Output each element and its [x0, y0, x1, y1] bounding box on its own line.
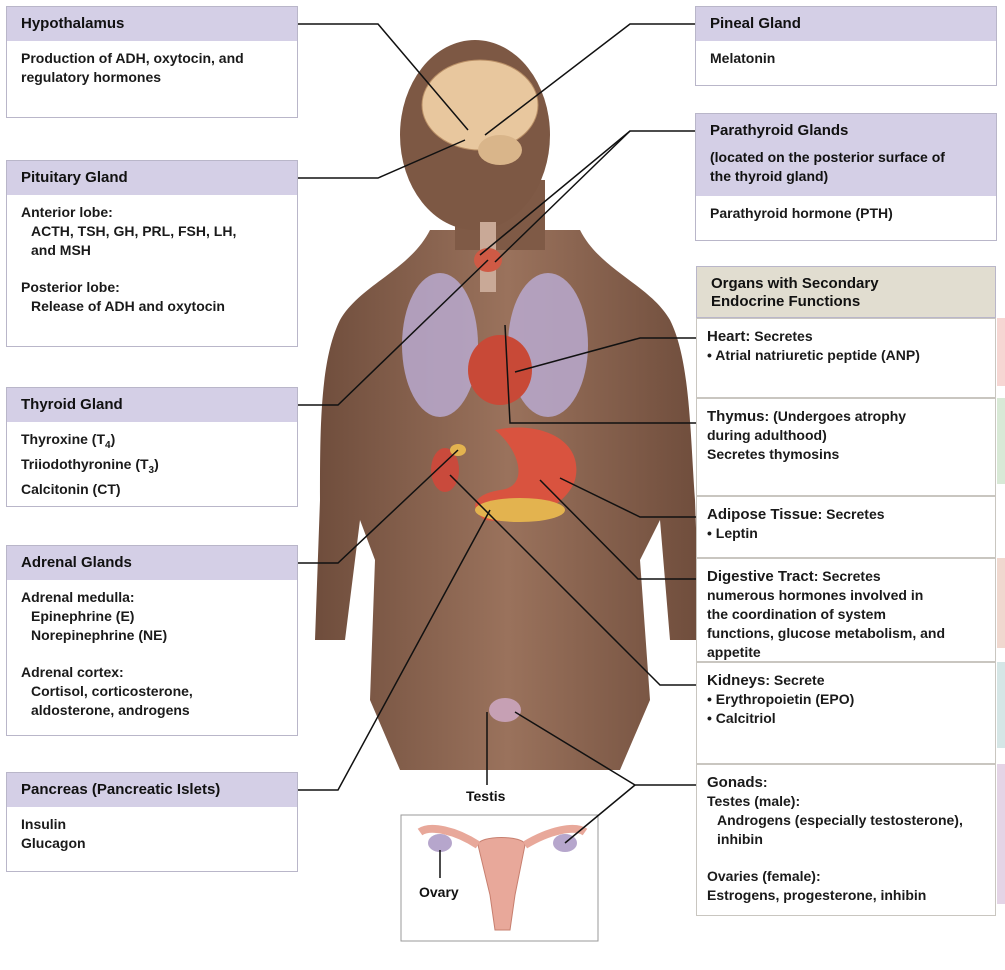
pancreas-line-1: Insulin [21, 816, 67, 832]
testis-label: Testis [466, 788, 506, 804]
hypothalamus-line-2: regulatory hormones [21, 69, 162, 85]
pituitary-posterior-label: Posterior lobe: [21, 279, 120, 295]
secondary-heart: Heart: Secretes • Atrial natriuretic pep… [696, 318, 996, 398]
secondary-kidneys: Kidneys: Secrete • Erythropoietin (EPO) … [696, 662, 996, 764]
pituitary-anterior-line-2: and MSH [31, 242, 91, 258]
parathyroid-box: Parathyroid Glands (located on the poste… [695, 113, 997, 241]
leader-thyroid [298, 259, 489, 406]
thyroid-box: Thyroid Gland Thyroxine (T4) Triiodothyr… [6, 387, 298, 507]
adrenal-medulla-label: Adrenal medulla: [21, 589, 135, 605]
parathyroid-text: Parathyroid hormone (PTH) [710, 205, 893, 221]
digestive-line-1: numerous hormones involved in [707, 587, 924, 603]
leader-kidneys [449, 474, 697, 686]
kidneys-name: Kidneys [707, 672, 766, 689]
left-lung-icon [402, 273, 478, 417]
pancreas-icon [475, 498, 565, 522]
pituitary-title: Pituitary Gland [7, 161, 297, 195]
adrenal-box: Adrenal Glands Adrenal medulla: Epinephr… [6, 545, 298, 736]
parathyroid-title: Parathyroid Glands (located on the poste… [696, 114, 996, 196]
adrenal-medulla-line-2: Norepinephrine (NE) [31, 627, 168, 643]
adrenal-cortex-label: Adrenal cortex: [21, 664, 124, 680]
leader-adipose [559, 477, 697, 518]
pancreas-box: Pancreas (Pancreatic Islets) Insulin Glu… [6, 772, 298, 872]
hypothalamus-box: Hypothalamus Production of ADH, oxytocin… [6, 6, 298, 118]
leader-pituitary [298, 139, 466, 179]
pituitary-posterior-text: Release of ADH and oxytocin [31, 298, 225, 314]
pancreas-title: Pancreas (Pancreatic Islets) [7, 773, 297, 807]
thyroid-line-1: Thyroxine (T4) [21, 431, 116, 451]
thyroid-line-2: Triiodothyronine (T3) [21, 455, 159, 476]
gonads-testes-line-1: Androgens (especially testosterone), [717, 812, 963, 828]
kidney-icon [431, 448, 459, 492]
leader-pineal [484, 23, 695, 136]
thymus-line-1: during adulthood) [707, 427, 827, 443]
uterus-icon [477, 837, 526, 931]
kidneys-line-2: • Calcitriol [707, 710, 776, 726]
brain-icon [421, 59, 539, 151]
thymus-name: Thymus [707, 408, 765, 425]
pituitary-anterior-label: Anterior lobe: [21, 204, 113, 220]
adrenal-cortex-line-2: aldosterone, androgens [31, 702, 190, 718]
tab-gonad [997, 764, 1005, 904]
digestive-name: Digestive Tract [707, 568, 814, 585]
tab-kidney [997, 662, 1005, 748]
leader-hypothalamus [298, 23, 469, 131]
adipose-line-1: • Leptin [707, 525, 758, 541]
stomach-icon [475, 427, 577, 521]
heart-icon [468, 335, 532, 405]
secondary-digestive: Digestive Tract: Secretes numerous hormo… [696, 558, 996, 662]
kidneys-line-1: • Erythropoietin (EPO) [707, 691, 855, 707]
thymus-line-2: Secretes thymosins [707, 446, 840, 462]
secondary-gonads: Gonads: Testes (male): Androgens (especi… [696, 764, 996, 916]
secondary-adipose: Adipose Tissue: Secretes • Leptin [696, 496, 996, 558]
leader-parathyroid-2 [494, 130, 631, 263]
secondary-title-line-2: Endocrine Functions [711, 293, 861, 310]
tab-heart [997, 318, 1005, 386]
cerebellum [478, 135, 522, 165]
gonads-ovaries-text: Estrogens, progesterone, inhibin [707, 887, 927, 903]
leader-digestive [539, 479, 697, 580]
pancreas-line-2: Glucagon [21, 835, 86, 851]
secondary-thymus: Thymus: (Undergoes atrophy during adulth… [696, 398, 996, 496]
testis-icon [489, 698, 521, 722]
tab-digestive [997, 558, 1005, 648]
gonads-name: Gonads [707, 774, 763, 791]
digestive-line-2: the coordination of system [707, 606, 886, 622]
gonads-testes-line-2: inhibin [717, 831, 763, 847]
secondary-header: Organs with Secondary Endocrine Function… [696, 266, 996, 318]
leader-heart [514, 337, 697, 373]
pineal-box: Pineal Gland Melatonin [695, 6, 997, 86]
heart-name: Heart: [707, 328, 751, 345]
thyroid-line-3: Calcitonin (CT) [21, 480, 121, 497]
pituitary-box: Pituitary Gland Anterior lobe: ACTH, TSH… [6, 160, 298, 347]
gonads-testes-label: Testes (male): [707, 793, 801, 809]
secondary-title-line-1: Organs with Secondary [711, 275, 879, 292]
leader-gonads-2 [564, 784, 636, 844]
digestive-line-3: functions, glucose metabolism, and [707, 625, 946, 641]
left-ovary-icon [428, 834, 452, 852]
tab-thymus [997, 398, 1005, 484]
thyroid-title: Thyroid Gland [7, 388, 297, 422]
hypothalamus-line-1: Production of ADH, oxytocin, and [21, 50, 244, 66]
leader-adrenal [298, 449, 459, 564]
ovary-label: Ovary [419, 884, 459, 900]
leader-thymus [504, 324, 697, 424]
hypothalamus-title: Hypothalamus [7, 7, 297, 41]
adrenal-medulla-line-1: Epinephrine (E) [31, 608, 135, 624]
adipose-name: Adipose Tissue [707, 506, 818, 523]
adrenal-title: Adrenal Glands [7, 546, 297, 580]
gonads-ovaries-label: Ovaries (female): [707, 868, 821, 884]
leader-pancreas [298, 509, 491, 791]
adrenal-cortex-line-1: Cortisol, corticosterone, [31, 683, 193, 699]
pituitary-anterior-line-1: ACTH, TSH, GH, PRL, FSH, LH, [31, 223, 237, 239]
pineal-title: Pineal Gland [696, 7, 996, 41]
heart-line-1: • Atrial natriuretic peptide (ANP) [707, 347, 920, 363]
pineal-text: Melatonin [710, 50, 776, 66]
digestive-line-4: appetite [707, 644, 761, 660]
